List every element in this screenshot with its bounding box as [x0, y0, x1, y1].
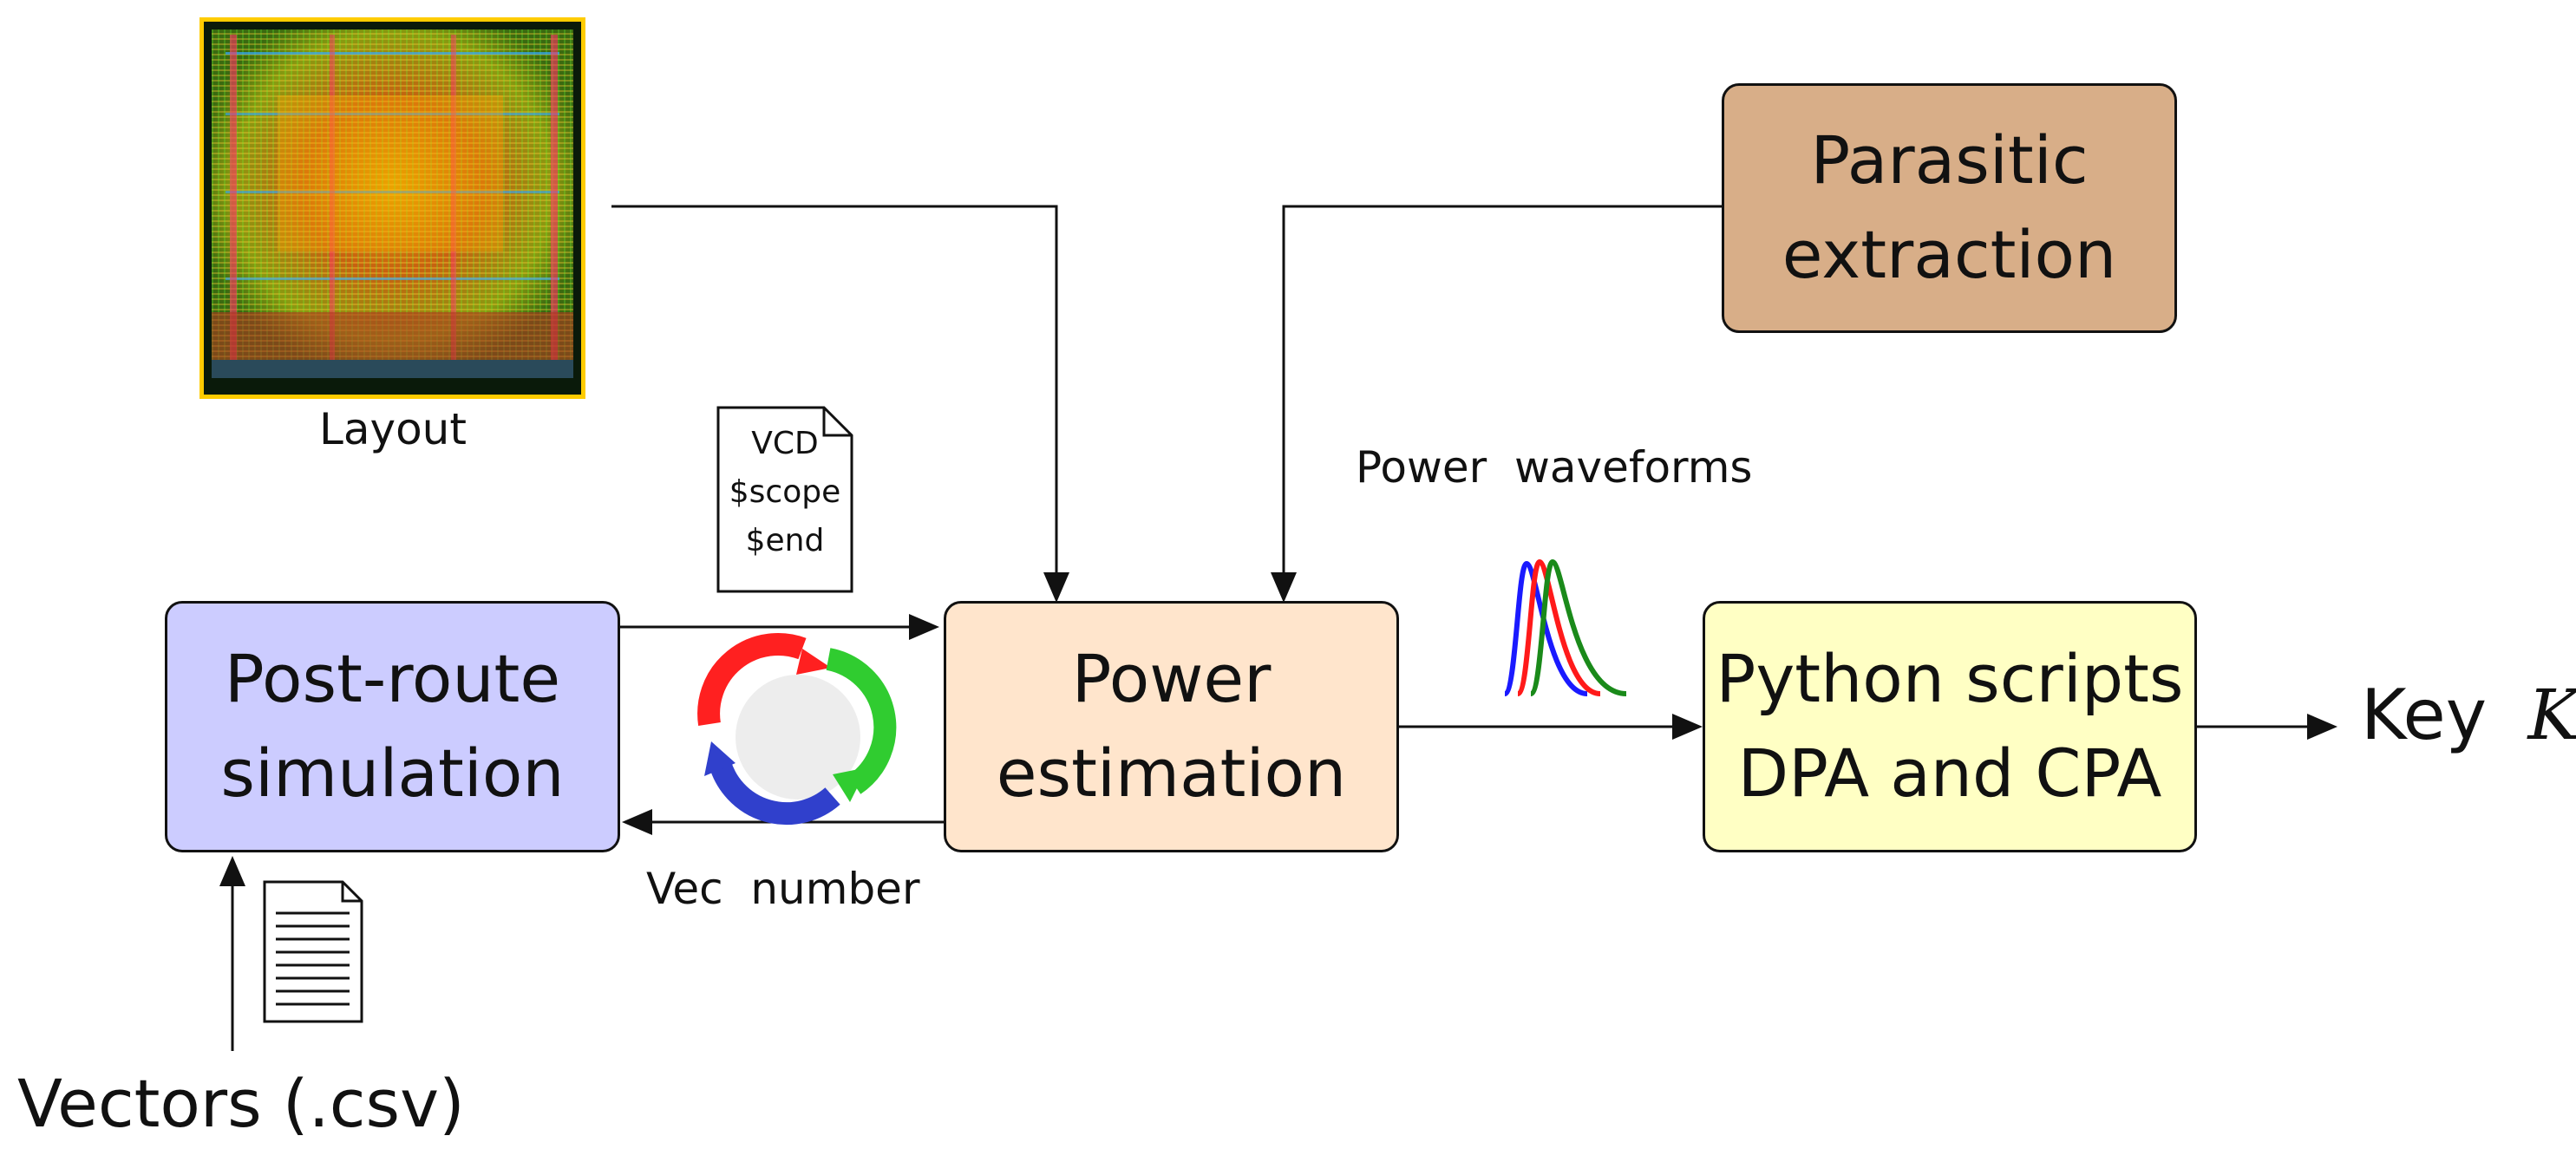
parasitic-to-power-connector — [1282, 205, 1722, 592]
python-scripts-box: Python scripts DPA and CPA — [1703, 601, 2197, 852]
arrowhead-vectors — [219, 856, 245, 886]
vcd-document-icon — [716, 406, 853, 593]
vectors-csv-label: Vectors (.csv) — [17, 1065, 465, 1142]
parasitic-extraction-box: Parasitic extraction — [1722, 83, 2177, 333]
arrowhead-power-to-sim — [622, 809, 652, 835]
chip-layout-icon — [199, 17, 585, 399]
csv-document-icon — [263, 880, 363, 1023]
python-line-1: Python scripts — [1716, 640, 2184, 718]
post-route-simulation-box: Post-route simulation — [165, 601, 620, 852]
vec-number-label: Vec number — [646, 864, 920, 914]
layout-label: Layout — [319, 404, 467, 454]
python-line-2: DPA and CPA — [1737, 734, 2162, 812]
vcd-line-3: $end — [745, 522, 825, 558]
arrowhead-layout — [1043, 572, 1069, 603]
key-output-label: Key K — [2361, 675, 2576, 755]
vcd-line-1: VCD — [751, 426, 819, 461]
layout-to-power-connector — [611, 205, 1058, 592]
parasitic-line-1: Parasitic — [1810, 121, 2089, 199]
arrowhead-power-to-python — [1672, 714, 1703, 740]
arrowhead-python-to-key — [2307, 714, 2337, 740]
vcd-document-text: VCD $scope $end — [718, 420, 852, 565]
parasitic-line-2: extraction — [1782, 216, 2117, 293]
key-symbol: K — [2527, 675, 2576, 755]
post-route-line-2: simulation — [220, 734, 565, 812]
vcd-line-2: $scope — [729, 473, 841, 510]
arrowhead-sim-to-power — [909, 614, 939, 640]
power-waveforms-label: Power waveforms — [1356, 442, 1753, 493]
power-est-line-1: Power — [1071, 640, 1272, 718]
power-estimation-box: Power estimation — [944, 601, 1399, 852]
cycle-arrows-icon — [697, 632, 897, 826]
post-route-line-1: Post-route — [224, 640, 561, 718]
power-est-line-2: estimation — [996, 734, 1347, 812]
arrowhead-parasitic — [1271, 572, 1297, 603]
power-waveform-icon — [1502, 558, 1627, 696]
key-text: Key — [2361, 675, 2488, 755]
